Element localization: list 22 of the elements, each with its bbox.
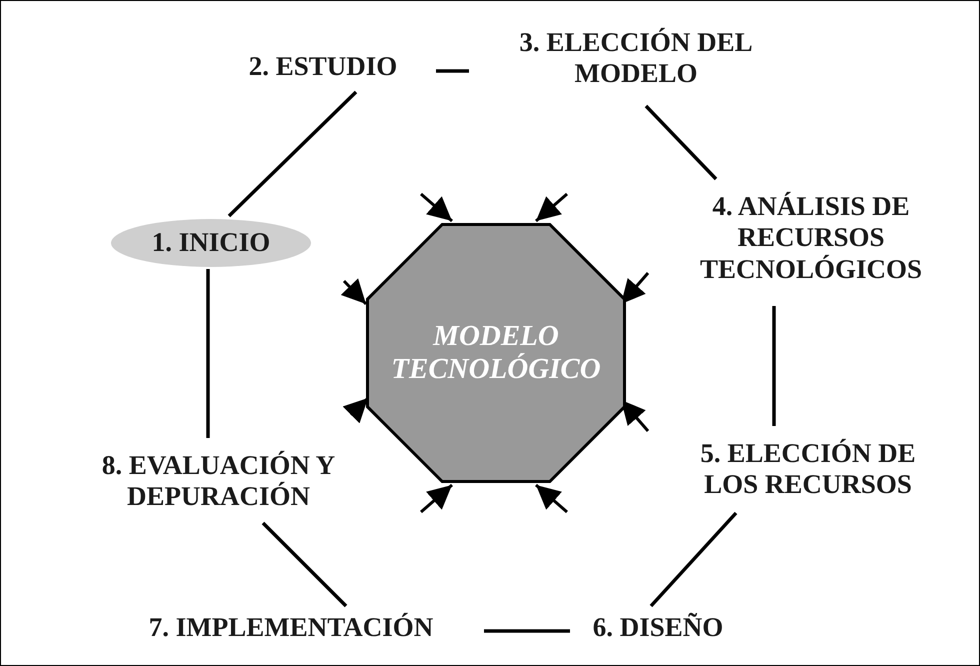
center-octagon: MODELO TECNOLÓGICO	[366, 223, 626, 483]
arrow	[535, 192, 568, 222]
step-label: 4. ANÁLISIS DE RECURSOS TECNOLÓGICOS	[661, 173, 961, 303]
step-label: 8. EVALUACIÓN Y DEPURACIÓN	[96, 441, 341, 521]
connector-line	[650, 512, 738, 608]
connector-line	[436, 69, 469, 73]
step-label: 7. IMPLEMENTACIÓN	[101, 605, 481, 651]
step-label: 2. ESTUDIO	[213, 45, 433, 89]
connector-line	[206, 269, 210, 438]
step-label: 6. DISEÑO	[573, 605, 743, 651]
step-label: 3. ELECCIÓN DEL MODELO	[466, 13, 806, 103]
connector-line	[228, 90, 358, 218]
step-label: 5. ELECCIÓN DE LOS RECURSOS	[673, 423, 943, 515]
arrow	[420, 484, 453, 514]
connector-line	[484, 629, 570, 633]
connector-line	[262, 522, 348, 608]
arrow	[535, 484, 568, 514]
arrow	[340, 278, 368, 306]
connector-line	[772, 306, 776, 426]
start-ellipse: 1. INICIO	[111, 219, 311, 267]
connector-line	[644, 104, 718, 180]
arrow	[420, 192, 453, 222]
